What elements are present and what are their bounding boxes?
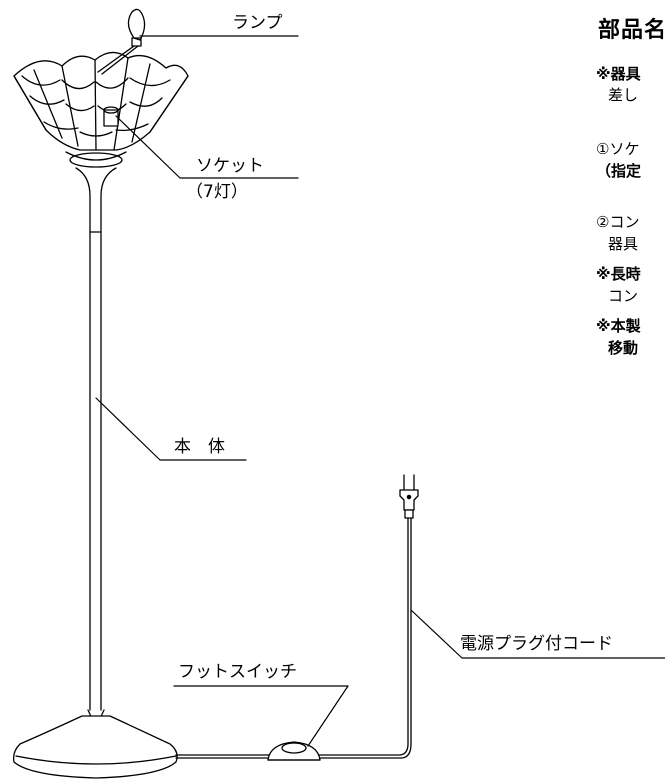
lamp-label: ランプ (232, 13, 283, 33)
body-leader (95, 397, 247, 461)
lamp-neck (75, 167, 117, 233)
panel-note3-line2: 移動 (608, 339, 639, 357)
panel-item1-line1: ①ソケ (596, 140, 640, 158)
panel-item2-line2: 器具 (608, 235, 639, 253)
leader-lines (95, 35, 665, 747)
panel-note2-line2: コン (608, 287, 639, 305)
panel-note2-line1: ※長時 (596, 265, 641, 283)
panel-note3-line1: ※本製 (596, 317, 641, 335)
power-plug (399, 474, 419, 519)
power-cord-label: 電源プラグ付コード (460, 634, 613, 654)
lamp-base (12, 715, 178, 779)
socket-label: ソケット (196, 156, 264, 176)
power-cord (175, 515, 412, 759)
socket-leader (115, 115, 299, 179)
lamp-pole (87, 231, 105, 723)
panel-note1-line1: ※器具 (596, 65, 641, 83)
lamp-bulb (97, 8, 146, 75)
foot-switch-shape (267, 741, 321, 761)
cord-leader (410, 609, 665, 659)
foot-switch-leader (173, 685, 349, 747)
panel-item1-line2: （指定 (596, 162, 642, 180)
foot-switch-label: フットスイッチ (178, 662, 297, 682)
panel-note1-line2: 差し (608, 86, 639, 104)
panel-item2-line1: ②コン (596, 213, 640, 231)
socket-count-label: （7灯） (186, 182, 248, 202)
body-label: 本 体 (174, 437, 225, 457)
lamp-shade (13, 51, 189, 168)
panel-title: 部品名 (598, 18, 665, 43)
